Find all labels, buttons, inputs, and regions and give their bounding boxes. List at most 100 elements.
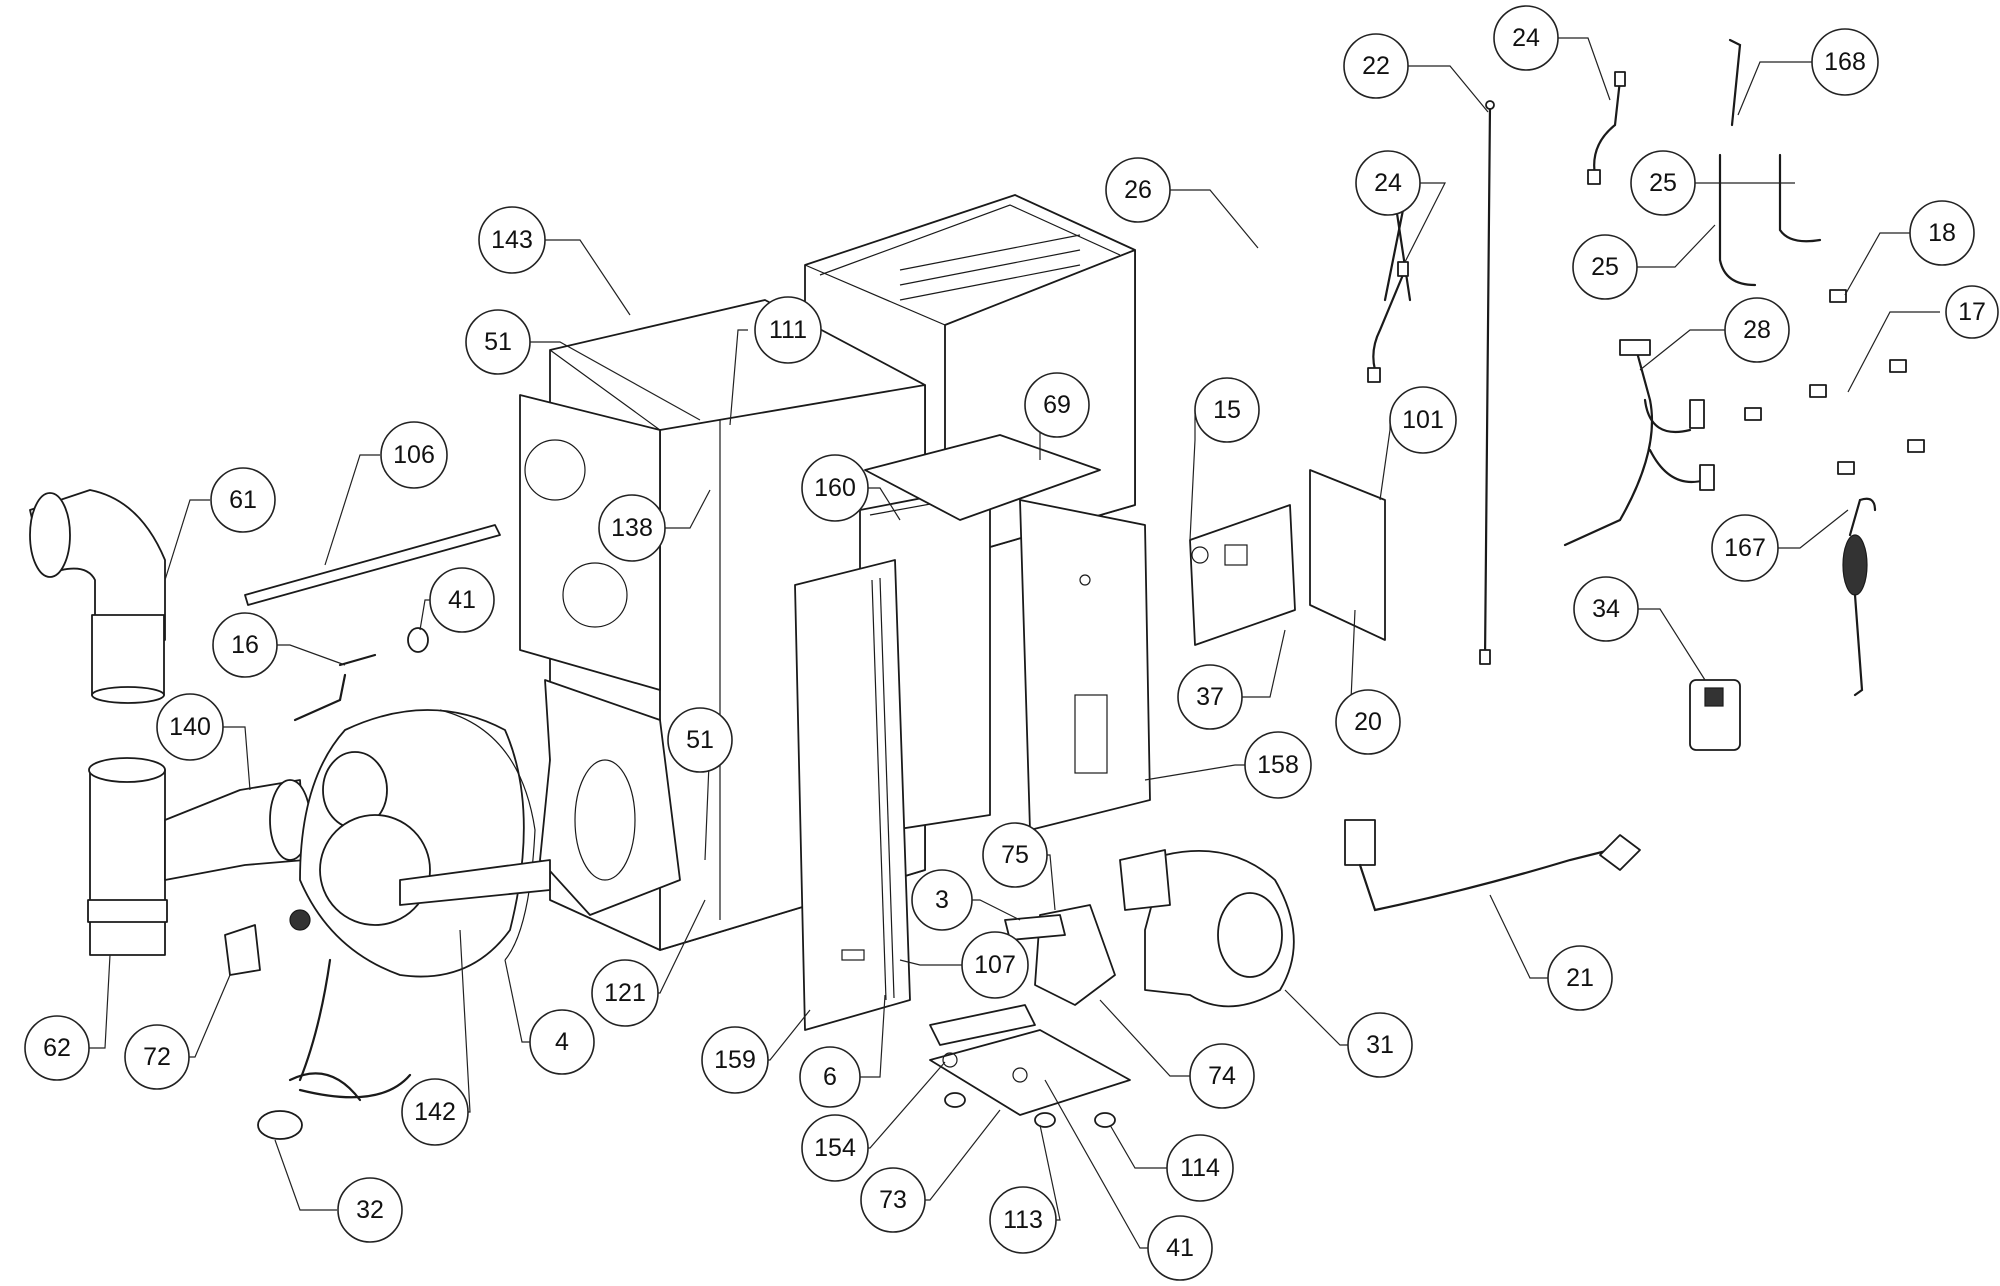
callout-24-mid: 24 bbox=[1355, 150, 1421, 216]
callout-28: 28 bbox=[1724, 297, 1790, 363]
callout-75: 75 bbox=[982, 822, 1048, 888]
callout-106: 106 bbox=[380, 421, 448, 489]
callout-121: 121 bbox=[591, 959, 659, 1027]
callout-31: 31 bbox=[1347, 1012, 1413, 1078]
callout-4: 4 bbox=[529, 1009, 595, 1075]
callout-label-121: 121 bbox=[604, 979, 646, 1007]
small-connectors-drawing bbox=[1744, 289, 1925, 475]
callout-label-51-top: 51 bbox=[484, 328, 512, 356]
callout-label-113: 113 bbox=[1003, 1206, 1043, 1234]
callout-140: 140 bbox=[156, 693, 224, 761]
callout-154: 154 bbox=[801, 1114, 869, 1182]
callout-15: 15 bbox=[1194, 377, 1260, 443]
leader-lines bbox=[79, 37, 1940, 1249]
bracket-parts-drawing bbox=[929, 904, 1116, 1046]
callout-label-143: 143 bbox=[491, 226, 533, 254]
callout-label-75: 75 bbox=[1001, 841, 1029, 869]
callout-label-16: 16 bbox=[231, 631, 259, 659]
callout-label-138: 138 bbox=[611, 514, 653, 542]
callout-label-17: 17 bbox=[1958, 298, 1986, 326]
callout-label-158: 158 bbox=[1257, 751, 1299, 779]
callout-label-3: 3 bbox=[935, 886, 949, 914]
callout-label-168: 168 bbox=[1824, 48, 1866, 76]
callout-label-69: 69 bbox=[1043, 391, 1071, 419]
callout-20: 20 bbox=[1335, 689, 1401, 755]
callout-label-114: 114 bbox=[1180, 1154, 1220, 1182]
callout-label-24-mid: 24 bbox=[1374, 169, 1402, 197]
callout-101: 101 bbox=[1389, 386, 1457, 454]
callout-159: 159 bbox=[701, 1026, 769, 1094]
callout-73: 73 bbox=[860, 1167, 926, 1233]
callout-69: 69 bbox=[1024, 372, 1090, 438]
tee-fitting-drawing bbox=[87, 757, 311, 956]
callout-label-6: 6 bbox=[823, 1063, 837, 1091]
callout-label-22: 22 bbox=[1362, 52, 1390, 80]
callout-113: 113 bbox=[989, 1186, 1057, 1254]
callout-label-20: 20 bbox=[1354, 708, 1382, 736]
callout-label-61: 61 bbox=[229, 486, 257, 514]
callout-label-74: 74 bbox=[1208, 1062, 1236, 1090]
callout-label-18: 18 bbox=[1928, 219, 1956, 247]
callout-6: 6 bbox=[799, 1046, 861, 1108]
front-panel-drawing bbox=[794, 559, 911, 1031]
callout-label-72: 72 bbox=[143, 1043, 171, 1071]
callout-16: 16 bbox=[212, 612, 278, 678]
top-plate-drawing bbox=[864, 434, 1101, 521]
callout-41-bottom: 41 bbox=[1147, 1215, 1213, 1281]
callout-label-154: 154 bbox=[814, 1134, 856, 1162]
callout-167: 167 bbox=[1711, 514, 1779, 582]
callout-label-21: 21 bbox=[1566, 964, 1594, 992]
callout-74: 74 bbox=[1189, 1043, 1255, 1109]
callout-label-106: 106 bbox=[393, 441, 435, 469]
callout-142: 142 bbox=[401, 1078, 469, 1146]
power-cord-drawing bbox=[1344, 819, 1641, 912]
callout-25-upper: 25 bbox=[1630, 150, 1696, 216]
callout-158: 158 bbox=[1244, 731, 1312, 799]
callout-143: 143 bbox=[478, 206, 546, 274]
flue-elbow-drawing bbox=[29, 489, 166, 704]
callout-label-51-mid: 51 bbox=[686, 726, 714, 754]
callout-label-25-upper: 25 bbox=[1649, 169, 1677, 197]
callout-37: 37 bbox=[1177, 664, 1243, 730]
callout-label-34: 34 bbox=[1592, 595, 1620, 623]
callout-label-24-top: 24 bbox=[1512, 24, 1540, 52]
callout-label-28: 28 bbox=[1743, 316, 1771, 344]
remote-control-drawing bbox=[1689, 679, 1741, 751]
wire-harnesses-drawing bbox=[1367, 38, 1822, 665]
callout-label-32: 32 bbox=[356, 1196, 384, 1224]
callout-18: 18 bbox=[1909, 200, 1975, 266]
side-panel-drawing bbox=[1019, 499, 1151, 831]
callout-label-101: 101 bbox=[1402, 406, 1444, 434]
callout-51-mid: 51 bbox=[667, 707, 733, 773]
callout-138: 138 bbox=[598, 494, 666, 562]
blower-drawing bbox=[1119, 849, 1295, 1008]
callout-label-159: 159 bbox=[714, 1046, 756, 1074]
callout-label-140: 140 bbox=[169, 713, 211, 741]
callout-34: 34 bbox=[1573, 576, 1639, 642]
callout-160: 160 bbox=[801, 454, 869, 522]
callout-label-4: 4 bbox=[555, 1028, 569, 1056]
callout-114: 114 bbox=[1166, 1134, 1234, 1202]
callout-62: 62 bbox=[24, 1015, 90, 1081]
callout-25-lower: 25 bbox=[1572, 234, 1638, 300]
callout-51-top: 51 bbox=[465, 309, 531, 375]
callout-label-31: 31 bbox=[1366, 1031, 1394, 1059]
callout-label-142: 142 bbox=[414, 1098, 456, 1126]
callout-72: 72 bbox=[124, 1024, 190, 1090]
callout-32: 32 bbox=[337, 1177, 403, 1243]
callout-label-37: 37 bbox=[1196, 683, 1224, 711]
callout-label-160: 160 bbox=[814, 474, 856, 502]
callout-17: 17 bbox=[1945, 285, 1999, 339]
motor-wiring-drawing bbox=[257, 958, 412, 1140]
callout-111: 111 bbox=[754, 296, 822, 364]
callout-41-left: 41 bbox=[429, 567, 495, 633]
callout-22: 22 bbox=[1343, 33, 1409, 99]
callout-label-41-left: 41 bbox=[448, 586, 476, 614]
callout-label-41-bottom: 41 bbox=[1166, 1234, 1194, 1262]
callout-label-73: 73 bbox=[879, 1186, 907, 1214]
callout-label-15: 15 bbox=[1213, 396, 1241, 424]
callout-168: 168 bbox=[1811, 28, 1879, 96]
control-board-drawing bbox=[1189, 469, 1386, 646]
callout-label-26: 26 bbox=[1124, 176, 1152, 204]
